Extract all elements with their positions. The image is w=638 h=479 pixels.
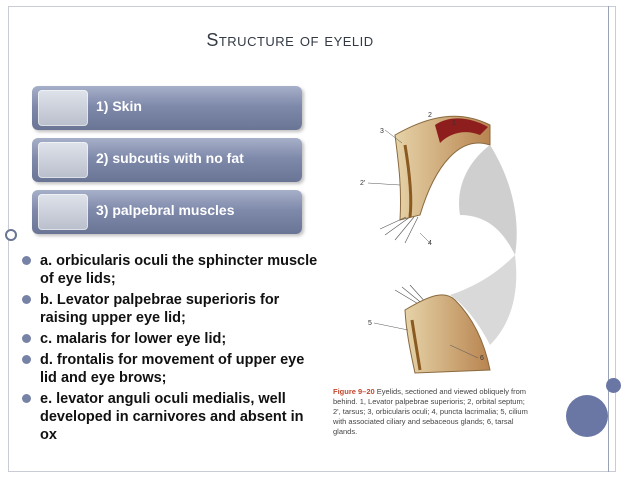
- ring-icon: [5, 229, 17, 241]
- step-square: [38, 194, 88, 230]
- step-label: 2) subcutis with no fat: [96, 150, 244, 166]
- bullet-dot-icon: [22, 394, 31, 403]
- step-label: 3) palpebral muscles: [96, 202, 235, 218]
- figure-caption: Figure 9–20 Eyelids, sectioned and viewe…: [333, 387, 533, 437]
- figure-label: 6: [480, 355, 484, 362]
- figure-label: 2': [360, 180, 365, 187]
- bullet-text: a. orbicularis oculi the sphincter muscl…: [40, 253, 318, 287]
- bullet-text: b. Levator palpebrae superioris for rais…: [40, 292, 280, 326]
- step-label: 1) Skin: [96, 98, 142, 114]
- right-divider: [608, 6, 609, 472]
- figure-label: 5: [368, 320, 372, 327]
- bullet-text: d. frontalis for movement of upper eye l…: [40, 352, 305, 386]
- bullet-dot-icon: [22, 256, 31, 265]
- figure-caption-text: Eyelids, sectioned and viewed obliquely …: [333, 387, 528, 436]
- step-bar-1: 1) Skin: [32, 86, 302, 130]
- bullet-text: c. malaris for lower eye lid;: [40, 331, 227, 347]
- list-item: e. levator anguli oculi medialis, well d…: [22, 390, 322, 444]
- list-item: c. malaris for lower eye lid;: [22, 330, 322, 348]
- decorative-circle-icon: [606, 378, 621, 393]
- bullet-list: a. orbicularis oculi the sphincter muscl…: [22, 252, 322, 447]
- step-bar-3: 3) palpebral muscles: [32, 190, 302, 234]
- figure-label: 4: [428, 240, 432, 247]
- eyelid-illustration: 2 1 2' 3 4 5 6: [360, 112, 517, 374]
- list-item: a. orbicularis oculi the sphincter muscl…: [22, 252, 322, 288]
- decorative-circle-icon: [566, 395, 608, 437]
- step-bar-2: 2) subcutis with no fat: [32, 138, 302, 182]
- bullet-dot-icon: [22, 355, 31, 364]
- list-item: d. frontalis for movement of upper eye l…: [22, 351, 322, 387]
- bullet-dot-icon: [22, 334, 31, 343]
- list-item: b. Levator palpebrae superioris for rais…: [22, 291, 322, 327]
- step-square: [38, 90, 88, 126]
- figure-label: 3: [380, 128, 384, 135]
- figure-label: 2: [428, 112, 432, 119]
- figure-caption-label: Figure 9–20: [333, 387, 375, 396]
- slide-title: Structure of eyelid: [206, 30, 374, 50]
- bullet-text: e. levator anguli oculi medialis, well d…: [40, 391, 304, 443]
- step-square: [38, 142, 88, 178]
- bullet-dot-icon: [22, 295, 31, 304]
- figure-label: 1: [452, 120, 456, 127]
